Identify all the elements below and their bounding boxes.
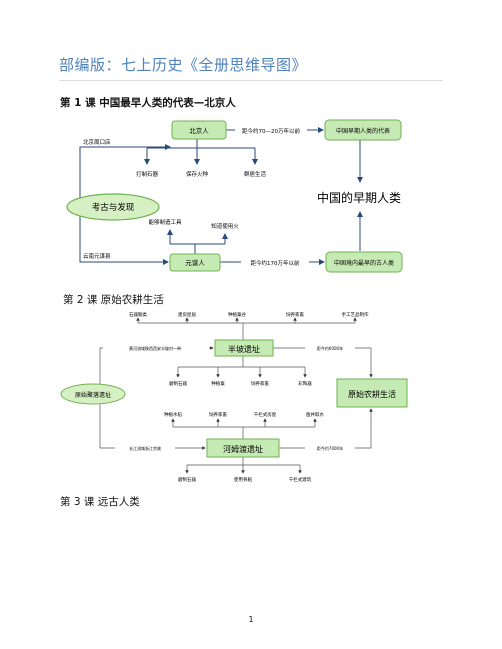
- banpo-bottom-item: 彩陶器: [298, 380, 312, 387]
- hemudu-top-item: 饲养家畜: [209, 411, 227, 418]
- beijing-man-box: [171, 120, 227, 140]
- yuanmou-site-label: 云南元谋县: [83, 252, 111, 260]
- banpo-box: [214, 339, 274, 357]
- root-node: [66, 193, 160, 221]
- yuanmou-man-box: [169, 253, 221, 272]
- yuanmou-result-label: 中国境内最早的古人类: [334, 259, 394, 267]
- root-label-2: 原始聚落遗址: [75, 391, 111, 399]
- banpo-bottom-item: 种植粟: [211, 380, 225, 387]
- yuanmou-man-label: 元谋人: [185, 259, 205, 267]
- banpo-label: 半坡遗址: [228, 344, 260, 354]
- beijing-man-label: 北京人: [189, 126, 209, 135]
- lesson-1-heading: 第 1 课 中国最早人类的代表—北京人: [60, 97, 236, 109]
- root-node-2: [60, 383, 126, 405]
- hemudu-label: 河姆渡遗址: [223, 444, 263, 454]
- banpo-bottom-item: 饲养家畜: [251, 380, 269, 387]
- diagram-lesson-1: 考古与发现 北京周口店 云南元谋县 北京人 距今约70—20万年以前 中国早期人…: [66, 119, 403, 273]
- title-divider: [59, 80, 443, 81]
- banpo-time: 距今约6000年: [317, 345, 343, 351]
- beijing-result-label: 中国早期人类的代表: [336, 127, 390, 135]
- banpo-top-item: 饲养家畜: [286, 311, 304, 318]
- beijing-time-label: 距今约70—20万年以前: [242, 127, 300, 135]
- page-title: 部编版：七上历史《全册思维导图》: [59, 56, 308, 74]
- beijing-site-label: 北京周口店: [83, 138, 111, 146]
- result-label: 原始农耕生活: [348, 389, 396, 399]
- result-box: [336, 378, 408, 408]
- hemudu-bottom-item: 磨制石器: [178, 476, 196, 483]
- hemudu-bottom-item: 干栏式建筑: [289, 476, 312, 483]
- banpo-top-item: 石器锄类: [129, 311, 147, 318]
- banpo-top-item: 种植粟谷: [228, 311, 246, 318]
- beijing-trait: 保存火种: [186, 170, 209, 178]
- beijing-result-box: [324, 119, 402, 141]
- diagram-lesson-2: 石器锄类 建房屋居 种植粟谷 饲养家畜 手工艺品制作 半坡遗址 黄河流域陕西西安…: [60, 311, 408, 483]
- page-number: 1: [248, 615, 254, 624]
- hemudu-bottom-item: 使用骨耜: [234, 476, 252, 483]
- banpo-top-item: 建房屋居: [178, 311, 196, 318]
- beijing-trait: 群居生活: [244, 170, 267, 178]
- hemudu-top-item: 干栏式房屋: [254, 411, 277, 418]
- yuanmou-time-label: 距今约170万年以前: [251, 259, 300, 267]
- yuanmou-trait: 能够制造工具: [148, 218, 182, 226]
- root-label: 考古与发现: [92, 202, 135, 213]
- banpo-bottom-item: 磨制石器: [169, 380, 187, 387]
- beijing-trait: 打制石器: [136, 170, 159, 178]
- lesson-2-heading: 第 2 课 原始农耕生活: [63, 294, 164, 306]
- banpo-top-item: 手工艺品制作: [342, 311, 369, 318]
- banpo-location: 黄河流域陕西西安半坡村一带: [129, 345, 181, 351]
- hemudu-top-item: 种植水稻: [164, 411, 182, 418]
- yuanmou-result-box: [325, 251, 403, 273]
- yuanmou-trait: 知道使用火: [211, 222, 239, 230]
- early-humans-label: 中国的早期人类: [317, 190, 401, 205]
- hemudu-location: 长江流域浙江余姚: [129, 445, 161, 451]
- hemudu-time: 距今约7000年: [317, 445, 343, 451]
- hemudu-box: [206, 438, 280, 458]
- hemudu-top-item: 凿井取水: [306, 411, 324, 418]
- lesson-3-heading: 第 3 课 远古人类: [60, 496, 140, 508]
